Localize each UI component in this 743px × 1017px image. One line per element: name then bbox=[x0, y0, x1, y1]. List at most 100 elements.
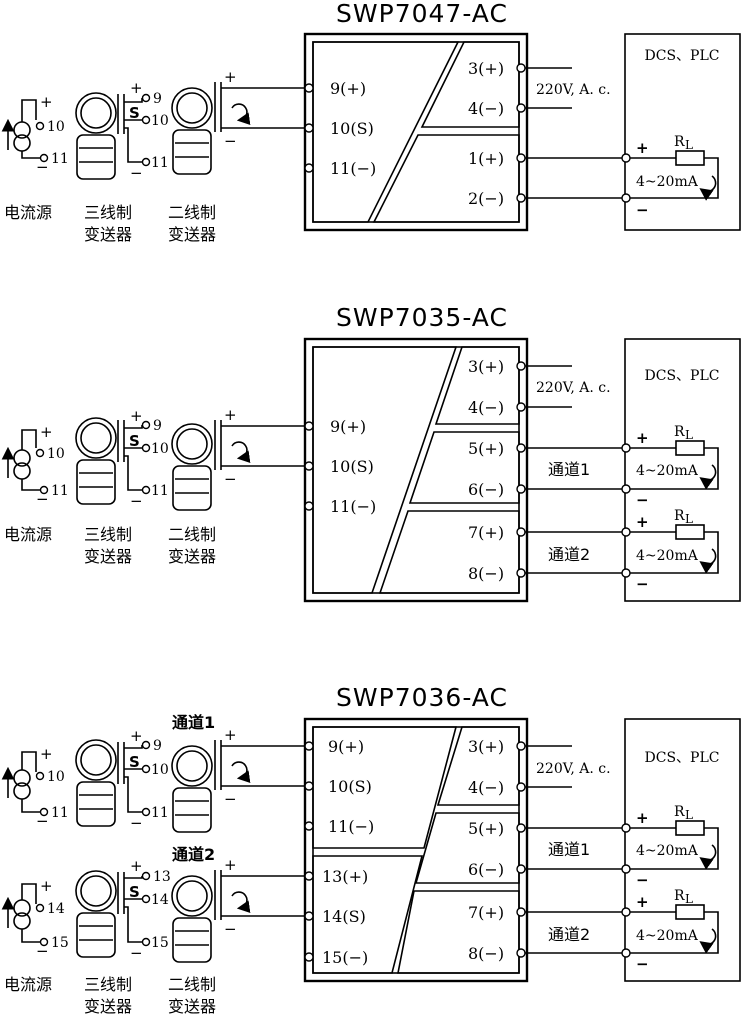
channel-1-label: 通道1 bbox=[548, 840, 590, 859]
channel-2-label: 通道2 bbox=[548, 925, 590, 944]
terminal-pin bbox=[304, 461, 314, 471]
minus-sign: − bbox=[636, 871, 649, 889]
output-label: 1(+) bbox=[468, 149, 504, 168]
t3-minus: − bbox=[130, 944, 143, 962]
terminal-pin bbox=[304, 83, 314, 93]
terminal-pin bbox=[516, 63, 526, 73]
t2-plus: + bbox=[224, 856, 237, 874]
terminal-pin bbox=[304, 123, 314, 133]
terminal-number: 13 bbox=[153, 869, 171, 885]
caption-transmitter: 变送器 bbox=[84, 225, 132, 244]
ac-supply-label: 220V, A. c. bbox=[536, 380, 611, 396]
output-label: 7(+) bbox=[468, 523, 504, 542]
resistor-label: R bbox=[674, 134, 685, 150]
minus-sign: − bbox=[636, 201, 649, 219]
terminal-pin bbox=[304, 741, 314, 751]
current-direction-arrow bbox=[699, 844, 717, 870]
plus-sign: + bbox=[636, 139, 649, 157]
loop-current-label: 4~20mA bbox=[636, 174, 699, 190]
current-source: + − 14 15 bbox=[1, 877, 69, 960]
two-wire-transmitter: + − bbox=[171, 726, 305, 833]
resistor-subscript: L bbox=[685, 138, 693, 152]
t2-plus: + bbox=[224, 726, 237, 744]
input-section-2 bbox=[312, 855, 424, 974]
terminal-pin bbox=[516, 402, 526, 412]
terminal-pin bbox=[516, 443, 526, 453]
output-label: 4(−) bbox=[468, 398, 504, 417]
input-section bbox=[312, 346, 458, 594]
two-wire-transmitter: + − bbox=[171, 406, 305, 511]
caption-two-wire: 二线制 bbox=[168, 203, 216, 222]
terminal-number: 11 bbox=[51, 483, 69, 499]
terminal-number: 10 bbox=[151, 441, 169, 457]
resistor-subscript: L bbox=[685, 428, 693, 442]
source-plus: + bbox=[40, 423, 53, 441]
diagram-swp7035: SWP7035-AC 9(+) 10(S) 11(−) 3(+) 4(−) 5(… bbox=[1, 303, 741, 603]
channel-2-wires bbox=[525, 911, 622, 954]
caption-transmitter: 变送器 bbox=[168, 547, 216, 566]
dcs-plc-label: DCS、PLC bbox=[645, 750, 720, 766]
output-label: 6(−) bbox=[468, 480, 504, 499]
terminal-pin bbox=[516, 568, 526, 578]
plus-sign: + bbox=[636, 809, 649, 827]
terminal-pin bbox=[621, 193, 631, 203]
terminal-pin bbox=[621, 864, 631, 874]
terminal-number: 10 bbox=[47, 119, 65, 135]
output-label: 5(+) bbox=[468, 819, 504, 838]
load-resistor bbox=[675, 440, 705, 456]
t2-minus: − bbox=[224, 920, 237, 938]
output-label: 8(−) bbox=[468, 564, 504, 583]
terminal-number: 10 bbox=[47, 446, 65, 462]
input-label: 15(−) bbox=[322, 948, 368, 967]
caption-three-wire: 三线制 bbox=[84, 525, 132, 544]
load-resistor bbox=[675, 150, 705, 166]
load-loop bbox=[630, 827, 719, 870]
source-plus: + bbox=[40, 93, 53, 111]
terminal-number: 14 bbox=[151, 892, 169, 908]
diagram-title: SWP7047-AC bbox=[336, 0, 508, 28]
dcs-plc-box bbox=[624, 718, 741, 982]
terminal-pin bbox=[304, 952, 314, 962]
diagram-title: SWP7036-AC bbox=[336, 683, 508, 712]
load-loop bbox=[630, 157, 719, 199]
input-section bbox=[312, 41, 460, 223]
output-section-1 bbox=[408, 431, 520, 504]
output-section-2 bbox=[397, 890, 520, 974]
output-label: 3(+) bbox=[468, 737, 504, 756]
source-minus: − bbox=[36, 812, 49, 830]
diagram-swp7036: SWP7036-AC 9(+) 10(S) 11(−) 13(+) 14(S) … bbox=[1, 683, 741, 1016]
loop-current-label: 4~20mA bbox=[636, 548, 699, 564]
terminal-pin bbox=[516, 484, 526, 494]
terminal-pin bbox=[304, 781, 314, 791]
terminal-pin bbox=[516, 153, 526, 163]
minus-sign: − bbox=[636, 491, 649, 509]
ac-supply-wires bbox=[525, 365, 572, 408]
diagram-swp7047: SWP7047-AC 9(+) 10(S) 11(−) 3(+) 4(−) 1(… bbox=[1, 0, 741, 244]
caption-transmitter: 变送器 bbox=[168, 225, 216, 244]
input-label: 10(S) bbox=[330, 457, 374, 476]
input-label: 9(+) bbox=[330, 417, 366, 436]
loop-current-label: 4~20mA bbox=[636, 463, 699, 479]
caption-current-source: 电流源 bbox=[4, 975, 52, 994]
terminal-number: 15 bbox=[51, 935, 69, 951]
output-label: 3(+) bbox=[468, 357, 504, 376]
terminal-number: 10 bbox=[151, 762, 169, 778]
terminal-pin bbox=[304, 821, 314, 831]
terminal-pin bbox=[621, 527, 631, 537]
terminal-number: 14 bbox=[47, 901, 65, 917]
source-plus: + bbox=[40, 745, 53, 763]
ac-supply-wires bbox=[525, 745, 572, 788]
channel-1-wires bbox=[525, 827, 622, 870]
terminal-number: 9 bbox=[153, 738, 162, 754]
output-section-1 bbox=[414, 812, 520, 884]
current-source: + − 10 11 bbox=[1, 93, 69, 176]
source-minus: − bbox=[36, 490, 49, 508]
input-label: 14(S) bbox=[322, 907, 366, 926]
minus-sign: − bbox=[636, 955, 649, 973]
terminal-number: 9 bbox=[153, 91, 162, 107]
resistor-label: R bbox=[674, 424, 685, 440]
terminal-number: 11 bbox=[151, 155, 169, 171]
channel-1-label: 通道1 bbox=[548, 460, 590, 479]
t3-minus: − bbox=[130, 492, 143, 510]
t2-plus: + bbox=[224, 406, 237, 424]
